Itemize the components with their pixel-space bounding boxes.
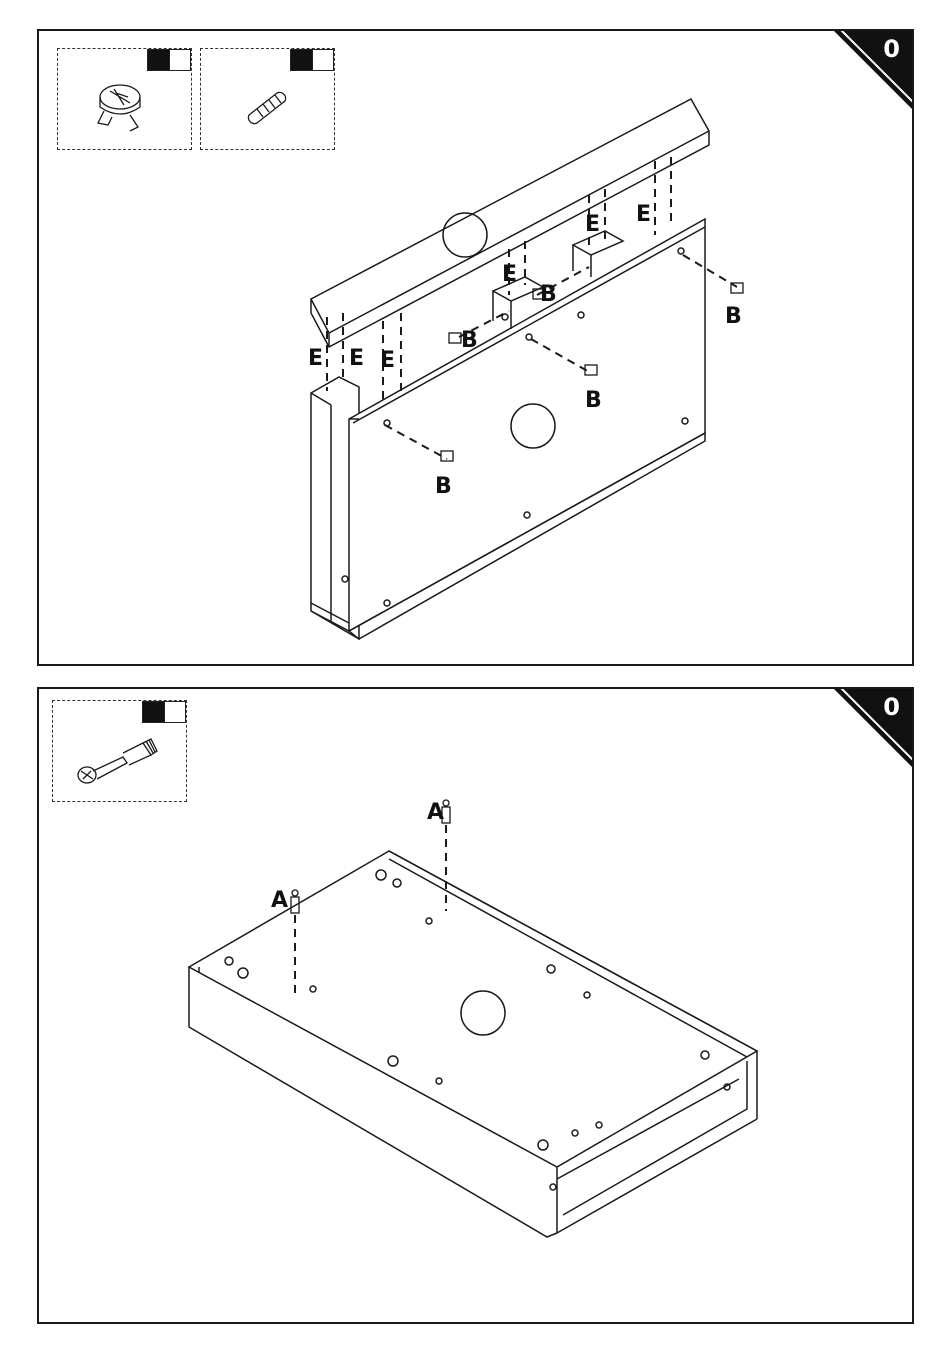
label-e: E <box>636 202 651 227</box>
label-b: B <box>461 328 478 353</box>
cabinet-base-drawing: A A <box>39 689 914 1324</box>
assembly-step-panel-1: 0 <box>37 29 914 666</box>
label-e: E <box>502 262 517 287</box>
cabinet-assembly-drawing: E E E E E E B B B B B <box>39 31 914 666</box>
label-e: E <box>349 346 364 371</box>
assembly-step-panel-2: 0 <box>37 687 914 1324</box>
label-e: E <box>308 346 323 371</box>
label-b: B <box>725 304 742 329</box>
label-a: A <box>271 888 288 913</box>
label-b: B <box>540 282 557 307</box>
label-b: B <box>585 388 602 413</box>
label-a: A <box>427 800 444 825</box>
label-e: E <box>585 212 600 237</box>
label-b: B <box>435 474 452 499</box>
label-e: E <box>380 348 395 373</box>
